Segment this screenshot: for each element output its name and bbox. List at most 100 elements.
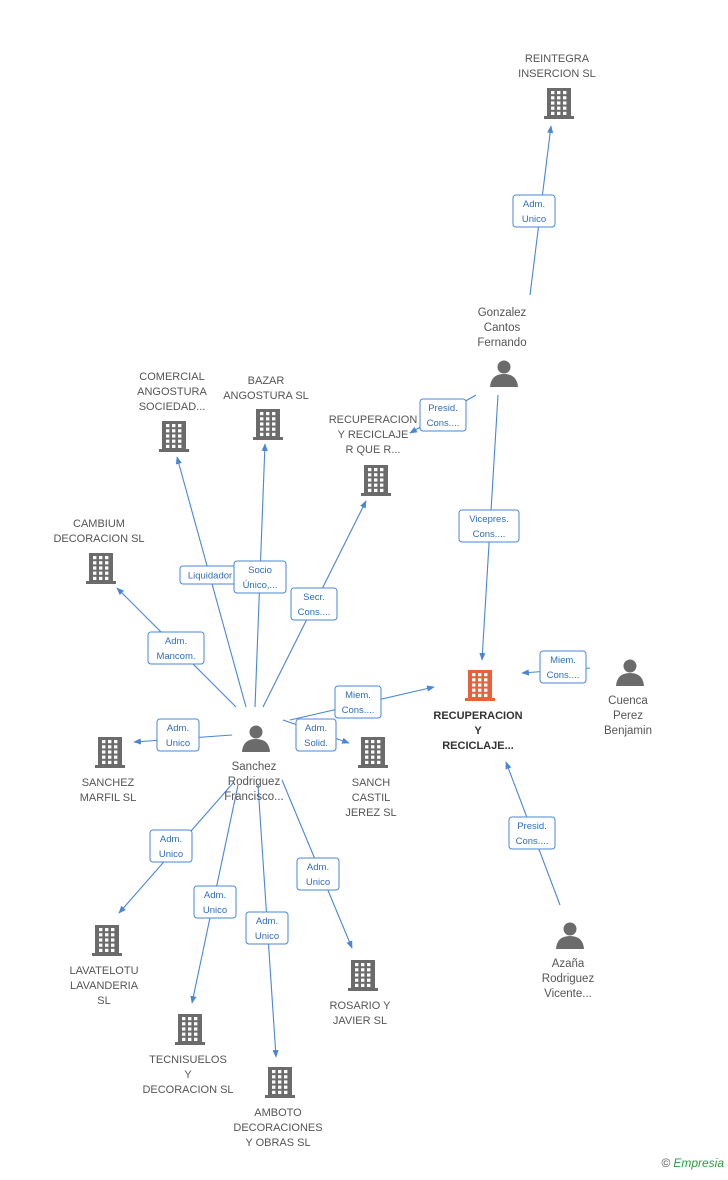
node-label-line: ANGOSTURA [137, 386, 207, 398]
edge-label-text: Unico [522, 214, 546, 225]
person-icon [242, 725, 270, 752]
edge-label-azana-to-main[interactable]: Presid. Cons.... [508, 816, 556, 850]
edge-label-text: Secr. [303, 592, 325, 603]
edge-label-sanchez-to-sanchez_marfil[interactable]: Adm. Unico [156, 718, 200, 752]
edge-label-box [295, 718, 337, 752]
edge-label-text: Cons.... [547, 670, 580, 681]
building-icon [92, 925, 122, 956]
node-label-line: REINTEGRA [525, 53, 590, 65]
edge-label-box [149, 829, 193, 863]
edge-label-text: Presid. [517, 821, 547, 832]
edge-label-sanchez-to-amboto[interactable]: Adm.Unico [245, 911, 289, 945]
node-label-line: JAVIER SL [333, 1015, 387, 1027]
edge-label-gonzalez-to-recup_que[interactable]: Presid.Cons.... [419, 398, 467, 432]
node-comercial[interactable]: COMERCIAL ANGOSTURA SOCIEDAD... [137, 371, 207, 452]
person-icon [616, 659, 644, 686]
edge-label-box [512, 194, 556, 228]
node-label-line: Gonzalez [478, 307, 527, 319]
node-label-line: Cantos [484, 322, 521, 334]
edge-label-sanchez-to-bazar[interactable]: SocioÚnico,... [233, 560, 287, 594]
edge-label-text: Vicepres. [469, 514, 508, 525]
node-rosario[interactable]: ROSARIO Y JAVIER SL [330, 960, 392, 1027]
node-sanchez_marfil[interactable]: SANCHEZ MARFIL SL [80, 737, 136, 804]
edge-label-text: Cons.... [427, 418, 460, 429]
node-label-line: Y [474, 725, 482, 737]
edge-label-text: Unico [203, 905, 227, 916]
edge-label-sanchez-to-lavatelotu[interactable]: Adm.Unico [149, 829, 193, 863]
node-label-line: SOCIEDAD... [139, 401, 206, 413]
edge-label-box [147, 631, 205, 665]
node-label-line: Vicente... [544, 988, 592, 1000]
node-lavatelotu[interactable]: LAVATELOTU LAVANDERIA SL [69, 925, 139, 1007]
edge-label-text: Unico [255, 931, 279, 942]
node-reintegra[interactable]: REINTEGRA INSERCION SL [518, 53, 596, 119]
node-label-line: ROSARIO Y [330, 1000, 392, 1012]
nodes-layer: REINTEGRA INSERCION SL GonzalezCantosFerna… [53, 53, 652, 1149]
node-sanchez[interactable]: SanchezRodriguezFrancisco... [224, 725, 284, 804]
node-label-line: Rodriguez [542, 973, 595, 985]
brand-watermark: ©Empresia [661, 1156, 724, 1170]
node-label-line: BAZAR [248, 375, 285, 387]
node-label-line: R QUE R... [345, 444, 400, 456]
edge-label-sanchez-to-sanch_castil[interactable]: Adm.Solid. [295, 718, 337, 752]
node-label-line: COMERCIAL [139, 371, 204, 383]
edge-label-text: Unico [306, 877, 330, 888]
edge-label-sanchez-to-comercial[interactable]: Liquidador [179, 565, 241, 585]
edge-label-gonzalez-to-main[interactable]: Vicepres. Cons.... [458, 509, 520, 543]
node-label-line: Francisco... [224, 791, 283, 803]
edge-label-sanchez-to-recup_que[interactable]: Secr.Cons.... [290, 587, 338, 621]
edge-label-sanchez-to-main[interactable]: Miem.Cons.... [334, 685, 382, 719]
edge-label-text: Cons.... [473, 529, 506, 540]
brand-name: Empresia [673, 1156, 724, 1170]
edge-label-text: Adm. [165, 636, 187, 647]
node-label-line: Rodriguez [228, 776, 281, 788]
building-icon [95, 737, 125, 768]
edge-label-box [419, 398, 467, 432]
edge-label-sanchez-to-cambium[interactable]: Adm.Mancom. [147, 631, 205, 665]
edge-label-box [296, 857, 340, 891]
node-azana[interactable]: AzañaRodriguezVicente... [542, 922, 595, 1001]
node-label-line: Y RECICLAJE [338, 429, 409, 441]
building-icon [175, 1014, 205, 1045]
node-label-line: TECNISUELOS [149, 1054, 227, 1066]
copyright-symbol: © [661, 1156, 671, 1170]
edge-label-box [193, 885, 237, 919]
edge-label-text: Solid. [304, 738, 328, 749]
building-icon [86, 553, 116, 584]
node-label-line: DECORACION SL [53, 533, 144, 545]
edge-label-sanchez-to-rosario[interactable]: Adm.Unico [296, 857, 340, 891]
edge-label-text: Miem. [550, 655, 576, 666]
node-label-line: LAVANDERIA [70, 980, 139, 992]
edge-label-gonzalez-to-reintegra[interactable]: Adm.Unico [512, 194, 556, 228]
node-main[interactable]: RECUPERACIONYRECICLAJE... [433, 670, 523, 752]
edge-label-text: Cons.... [516, 836, 549, 847]
edge-label-text: Unico [166, 738, 190, 749]
edge-label-text: Adm. [160, 834, 182, 845]
node-label-line: MARFIL SL [80, 792, 136, 804]
edge-label-box [539, 650, 587, 684]
node-label-line: LAVATELOTU [69, 965, 138, 977]
edge-label-cuenca-to-main[interactable]: Miem. Cons.... [539, 650, 587, 684]
building-icon [361, 465, 391, 496]
node-label-line: SL [97, 995, 110, 1007]
building-icon [358, 737, 388, 768]
edge-label-text: Cons.... [342, 705, 375, 716]
node-label-line: INSERCION SL [518, 68, 596, 80]
node-label-line: SANCHEZ [82, 777, 135, 789]
edge-label-text: Adm. [167, 723, 189, 734]
edge-label-text: Liquidador [188, 571, 232, 582]
edge-label-sanchez-to-tecnisuelos[interactable]: Adm.Unico [193, 885, 237, 919]
node-label-line: RECICLAJE... [442, 740, 514, 752]
node-label-line: Fernando [477, 337, 526, 349]
person-icon [556, 922, 584, 949]
person-icon [490, 360, 518, 387]
building-icon [544, 88, 574, 119]
